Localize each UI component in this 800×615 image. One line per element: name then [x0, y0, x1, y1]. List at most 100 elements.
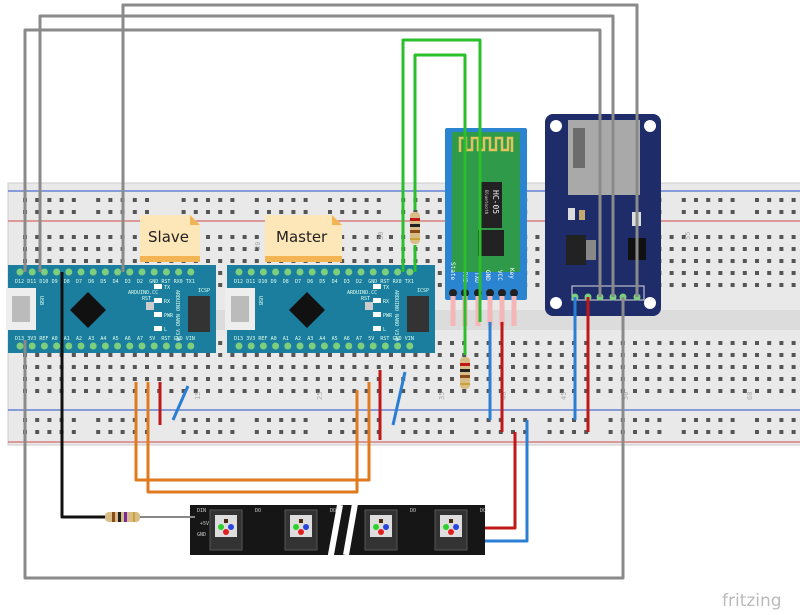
pin-bottom[interactable] — [175, 342, 183, 350]
wire-green-2[interactable] — [413, 53, 467, 322]
pin-top[interactable] — [296, 268, 304, 276]
hc05-bluetooth-module[interactable]: HC-05 Bluetooth State RXD TXD GND VCC Ke… — [445, 128, 527, 326]
hc05-pin[interactable] — [486, 289, 494, 297]
pin-top[interactable] — [272, 268, 280, 276]
wire-blue-1[interactable] — [171, 385, 190, 421]
pin-bottom[interactable] — [114, 342, 122, 350]
pin-top[interactable] — [101, 268, 109, 276]
pin-top[interactable] — [150, 268, 158, 276]
wire-gray-4[interactable] — [23, 297, 625, 580]
pin-top[interactable] — [357, 268, 365, 276]
pin-top[interactable] — [284, 268, 292, 276]
hc05-pin[interactable] — [510, 289, 518, 297]
pin-bottom[interactable] — [369, 342, 377, 350]
pin-top[interactable] — [247, 268, 255, 276]
pin-bottom[interactable] — [162, 342, 170, 350]
wire-gray-2[interactable] — [38, 14, 615, 297]
pin-top[interactable] — [235, 268, 243, 276]
wire-blue-strip[interactable] — [485, 420, 529, 543]
hole — [71, 430, 76, 434]
pin-bottom[interactable] — [16, 342, 24, 350]
pin-bottom[interactable] — [40, 342, 48, 350]
wire-blue-2[interactable] — [391, 371, 407, 426]
pin-top[interactable] — [89, 268, 97, 276]
hole — [328, 430, 332, 434]
pin-bottom[interactable] — [126, 342, 134, 350]
pin-bottom[interactable] — [320, 342, 328, 350]
pin-bottom[interactable] — [296, 342, 304, 350]
pin-bottom[interactable] — [138, 342, 146, 350]
pin-top[interactable] — [259, 268, 267, 276]
pin-bottom[interactable] — [53, 342, 61, 350]
pin-bottom[interactable] — [77, 342, 85, 350]
wire-red-strip[interactable] — [485, 432, 517, 530]
pin-bottom[interactable] — [333, 342, 341, 350]
pin-bottom[interactable] — [235, 342, 243, 350]
pin-top[interactable] — [369, 268, 377, 276]
note-slave[interactable]: Slave — [140, 215, 200, 262]
resistor-divider-bottom[interactable] — [460, 357, 470, 389]
pin-top[interactable] — [28, 268, 36, 276]
pin-top[interactable] — [320, 268, 328, 276]
pin-bottom[interactable] — [187, 342, 195, 350]
pin-top[interactable] — [114, 268, 122, 276]
hole — [401, 418, 406, 422]
pin-bottom[interactable] — [247, 342, 255, 350]
pin-top[interactable] — [381, 268, 389, 276]
reset-button[interactable] — [365, 302, 373, 310]
pin-top[interactable] — [40, 268, 48, 276]
led-label: PWR — [383, 313, 393, 319]
pin-bottom[interactable] — [406, 342, 414, 350]
hole — [303, 210, 308, 214]
pin-top[interactable] — [162, 268, 170, 276]
pin-top[interactable] — [16, 268, 24, 276]
pin-top[interactable] — [65, 268, 73, 276]
wire-black[interactable] — [60, 272, 105, 519]
pin-bottom[interactable] — [259, 342, 267, 350]
hc05-pin[interactable] — [498, 289, 506, 297]
pin-bottom[interactable] — [308, 342, 316, 350]
pin-top[interactable] — [77, 268, 85, 276]
reset-button[interactable] — [146, 302, 154, 310]
pin-bottom[interactable] — [89, 342, 97, 350]
pin-top[interactable] — [175, 268, 183, 276]
wire-gray-1[interactable] — [23, 28, 602, 297]
pin-bottom[interactable] — [150, 342, 158, 350]
wire-orange-1[interactable] — [134, 382, 371, 482]
wire-orange-2[interactable] — [146, 382, 359, 494]
resistor-data[interactable] — [105, 512, 140, 522]
pin-top[interactable] — [333, 268, 341, 276]
pin-bottom[interactable] — [101, 342, 109, 350]
sd-card-module[interactable] — [545, 114, 661, 316]
pin-bottom[interactable] — [345, 342, 353, 350]
pin-bottom[interactable] — [28, 342, 36, 350]
pin-bottom[interactable] — [272, 342, 280, 350]
hole — [474, 418, 479, 422]
wire-green-1[interactable] — [401, 38, 482, 322]
note-master[interactable]: Master — [265, 215, 342, 262]
hc05-pin[interactable] — [449, 289, 457, 297]
pin-bottom[interactable] — [65, 342, 73, 350]
pin-top[interactable] — [308, 268, 316, 276]
pin-top[interactable] — [394, 268, 402, 276]
pin-bottom[interactable] — [284, 342, 292, 350]
pin-top[interactable] — [345, 268, 353, 276]
wire-gray-3[interactable] — [121, 3, 639, 297]
hole — [779, 430, 784, 434]
hole — [730, 353, 735, 357]
hole — [328, 418, 332, 422]
pin-top[interactable] — [53, 268, 61, 276]
pin-bottom[interactable] — [381, 342, 389, 350]
pin-top[interactable] — [126, 268, 134, 276]
resistor-divider-top[interactable] — [410, 212, 420, 244]
pin-bottom[interactable] — [394, 342, 402, 350]
led-do-label: DO — [480, 508, 486, 514]
pin-top[interactable] — [138, 268, 146, 276]
pin-top[interactable] — [406, 268, 414, 276]
pin-top[interactable] — [187, 268, 195, 276]
pin-bottom[interactable] — [357, 342, 365, 350]
hole — [755, 271, 759, 275]
